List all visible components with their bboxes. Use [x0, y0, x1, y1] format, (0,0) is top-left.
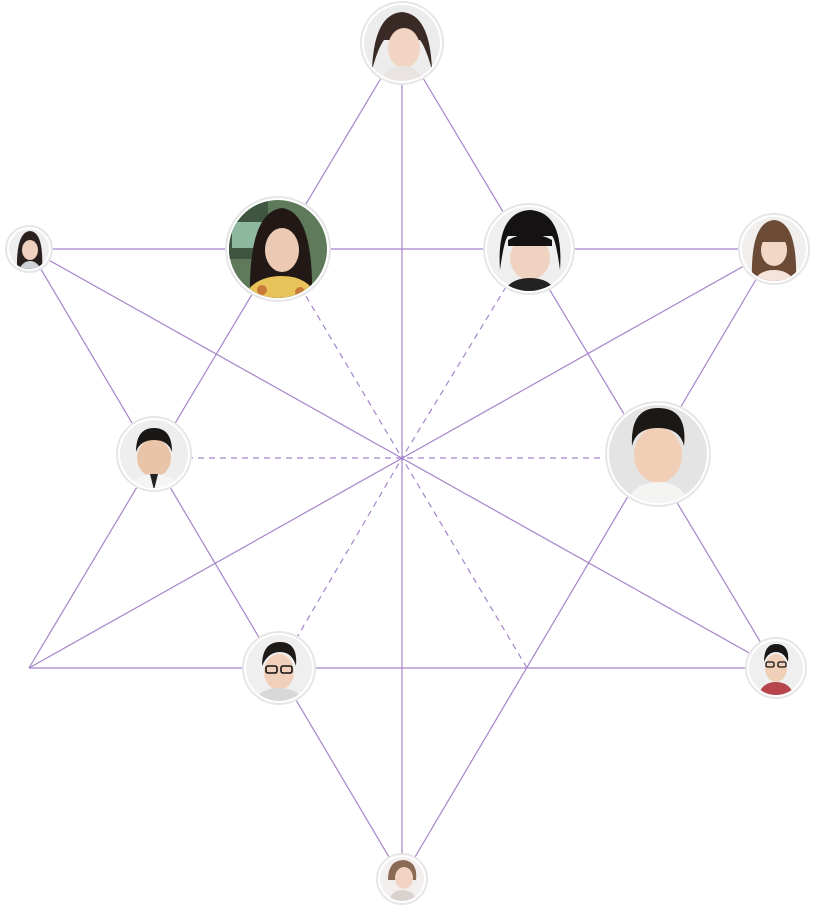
node-upper-right-inner[interactable]: [483, 203, 575, 296]
edge-dashed: [277, 248, 403, 459]
node-upper-left-inner[interactable]: [225, 196, 331, 304]
edge-dashed: [401, 248, 530, 459]
node-lower-left-inner[interactable]: [242, 631, 316, 705]
man-avatar-icon: [609, 405, 707, 503]
edge: [28, 42, 403, 669]
edge-dashed: [401, 457, 528, 669]
node-mid-right[interactable]: [605, 401, 711, 507]
edge: [401, 248, 775, 880]
edges-dashed: [154, 248, 658, 669]
woman-avatar-icon: [380, 857, 424, 901]
man-avatar-icon: [246, 635, 312, 701]
woman-avatar-icon: [364, 5, 440, 81]
woman-avatar-icon: [742, 217, 806, 281]
node-lower-right-outer[interactable]: [745, 637, 807, 699]
node-mid-left[interactable]: [116, 416, 192, 492]
edge-dashed: [278, 457, 403, 669]
node-upper-left-outer[interactable]: [5, 225, 53, 273]
node-upper-right-outer[interactable]: [738, 213, 810, 285]
edge: [401, 42, 777, 669]
man-avatar-icon: [749, 641, 803, 695]
node-bottom[interactable]: [376, 853, 428, 905]
man-avatar-icon: [120, 420, 188, 488]
woman-avatar-icon: [9, 229, 49, 269]
woman-avatar-icon: [487, 207, 571, 291]
edge: [28, 248, 403, 880]
node-top[interactable]: [360, 1, 444, 85]
